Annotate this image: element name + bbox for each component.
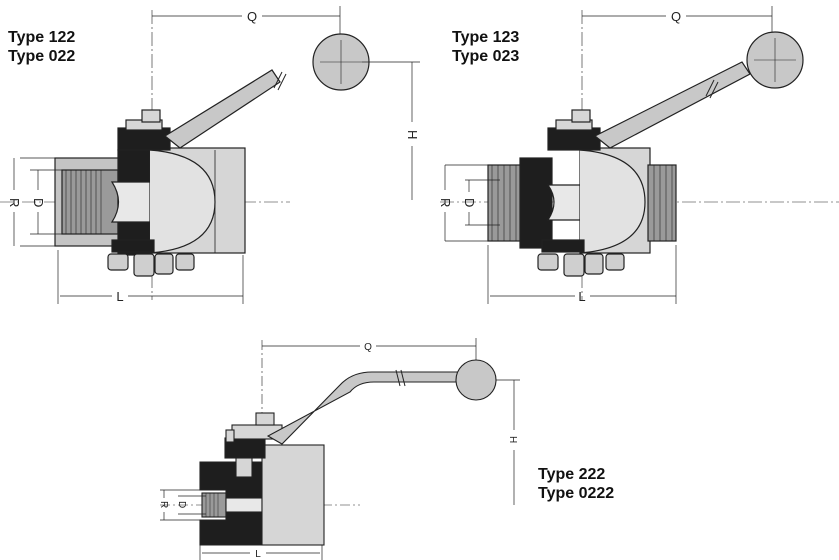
dim-r-222: R (158, 501, 169, 508)
valve-drawing-123 (440, 10, 839, 300)
dims-222 (160, 338, 520, 560)
type-123-label: Type 123 (452, 29, 520, 46)
type-label-bottom: Type 222 Type 0222 (538, 465, 614, 503)
type-022-label: Type 022 (8, 48, 76, 65)
dim-h-222: H (507, 436, 518, 443)
type-0222-label: Type 0222 (538, 485, 615, 502)
dim-d-123: D (462, 198, 477, 207)
type-label-top-left: Type 122 Type 022 (8, 28, 75, 66)
dim-q-123: Q (671, 9, 681, 24)
dim-q-222: Q (364, 342, 372, 353)
dim-r-123: R (438, 198, 453, 207)
dim-d-122: D (31, 198, 46, 207)
dims-123 (444, 6, 773, 304)
type-222-label: Type 222 (538, 466, 606, 483)
valve-drawing-222 (160, 340, 497, 546)
thread-lines (65, 170, 102, 234)
dim-h-122: H (405, 130, 420, 139)
dim-q-122: Q (247, 9, 257, 24)
type-label-top-right: Type 123 Type 023 (452, 28, 519, 66)
dim-l-122: L (116, 289, 123, 304)
type-023-label: Type 023 (452, 48, 520, 65)
dim-l-222: L (255, 549, 261, 560)
dim-d-222: D (176, 501, 187, 508)
dims-122 (13, 6, 420, 304)
dim-l-123: L (578, 289, 585, 304)
type-122-label: Type 122 (8, 29, 76, 46)
valve-drawing-122 (0, 10, 370, 300)
dim-r-122: R (7, 198, 22, 207)
